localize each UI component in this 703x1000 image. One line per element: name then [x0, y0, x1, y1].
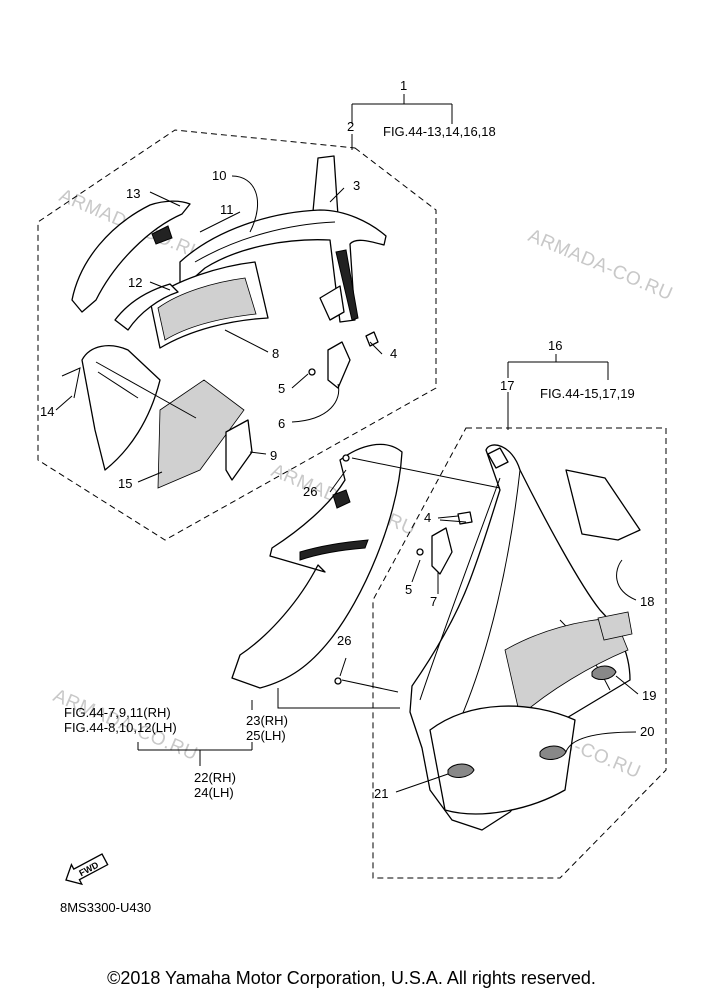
callout-7: 7	[430, 594, 437, 609]
callout-4a: 4	[390, 346, 397, 361]
callout-2: 2	[347, 119, 354, 134]
lower-group-boundary	[372, 427, 667, 879]
upper-cowling-assembly	[71, 155, 387, 489]
callout-26a: 26	[303, 484, 317, 499]
part-23-rh: 23(RH)	[246, 713, 288, 728]
callout-1: 1	[400, 78, 407, 93]
diagram-code: 8MS3300-U430	[60, 900, 151, 915]
part-22-rh: 22(RH)	[194, 770, 236, 785]
callout-3: 3	[353, 178, 360, 193]
callout-26b: 26	[337, 633, 351, 648]
callout-16: 16	[548, 338, 562, 353]
callout-20: 20	[640, 724, 654, 739]
callout-21: 21	[374, 786, 388, 801]
callout-5a: 5	[278, 381, 285, 396]
fig-ref-rh: FIG.44-7,9,11(RH)	[64, 705, 171, 720]
copyright-notice: ©2018 Yamaha Motor Corporation, U.S.A. A…	[107, 968, 596, 988]
fig-ref-lower: FIG.44-15,17,19	[540, 386, 635, 401]
callout-14: 14	[40, 404, 54, 419]
callout-11: 11	[220, 202, 234, 217]
side-panel-assembly	[231, 443, 403, 689]
callout-9: 9	[270, 448, 277, 463]
callout-15: 15	[118, 476, 132, 491]
lower-cowling-assembly	[409, 444, 641, 831]
fig-ref-lh: FIG.44-8,10,12(LH)	[64, 720, 177, 735]
callout-19: 19	[642, 688, 656, 703]
fig-ref-upper: FIG.44-13,14,16,18	[383, 124, 496, 139]
callout-labels: 1 2 3 10 13 11 12 8 4 5 14 6 9 15 16 17 …	[40, 78, 656, 801]
callout-5b: 5	[405, 582, 412, 597]
callout-8: 8	[272, 346, 279, 361]
figure-references: FIG.44-13,14,16,18 FIG.44-15,17,19 FIG.4…	[64, 124, 635, 800]
callout-17: 17	[500, 378, 514, 393]
callout-10: 10	[212, 168, 226, 183]
callout-12: 12	[128, 275, 142, 290]
reference-lines	[55, 94, 639, 793]
callout-6: 6	[278, 416, 285, 431]
arrow-icon	[65, 853, 109, 886]
part-25-lh: 25(LH)	[246, 728, 286, 743]
callout-13: 13	[126, 186, 140, 201]
forward-arrow: FWD	[65, 853, 109, 886]
part-24-lh: 24(LH)	[194, 785, 234, 800]
callout-18: 18	[640, 594, 654, 609]
callout-4b: 4	[424, 510, 431, 525]
upper-group-boundary	[37, 129, 437, 541]
watermark-2: ARMADA-CO.RU	[525, 225, 676, 305]
